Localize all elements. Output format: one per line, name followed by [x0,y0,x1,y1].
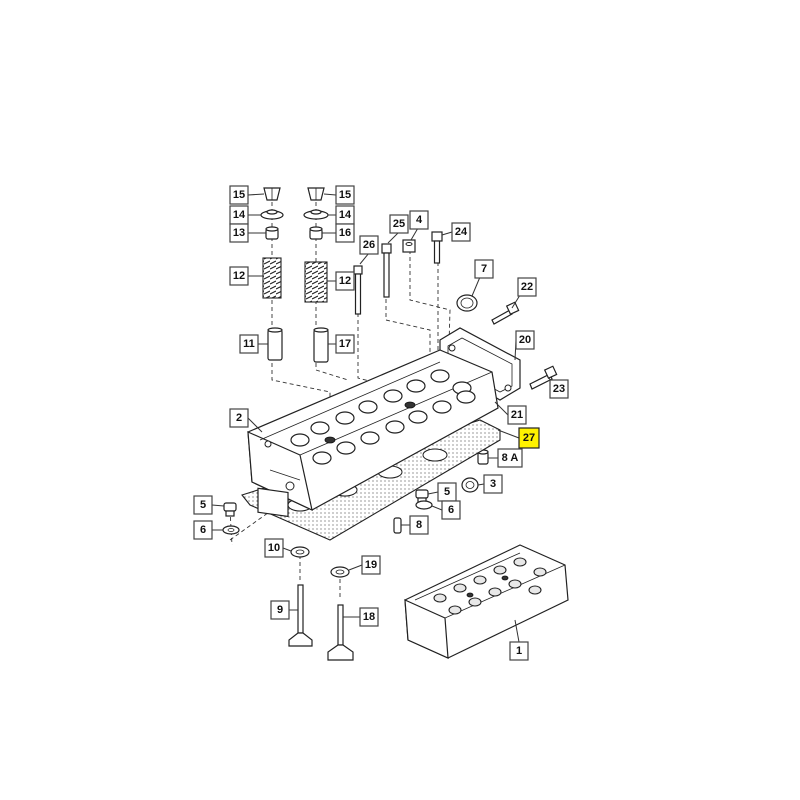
washer-3 [461,477,479,493]
valve-spring-right [304,261,328,303]
callout-label: 14 [339,209,352,221]
callout-label: 13 [233,227,245,239]
callout-label: 6 [200,524,206,536]
washer-6-left [222,525,240,535]
callout-label: 12 [233,270,245,282]
washer-19 [330,566,350,578]
spring-retainer-left [260,209,284,220]
callout-9[interactable]: 9 [270,600,290,620]
callout-label: 17 [339,338,351,350]
callout-5-left[interactable]: 5 [193,495,213,515]
callout-label: 27 [523,432,535,444]
callout-label: 20 [519,334,531,346]
cylinder-head [247,349,499,518]
washer-10 [290,546,310,558]
callout-22[interactable]: 22 [517,277,537,297]
valve-guide-right [313,327,329,363]
callout-3[interactable]: 3 [483,474,503,494]
callout-label: 4 [416,214,423,226]
washer-6-right [415,500,433,510]
callout-18[interactable]: 18 [359,607,379,627]
callout-label: 14 [233,209,246,221]
callout-8[interactable]: 8 [409,515,429,535]
callout-label: 5 [200,499,206,511]
callout-21[interactable]: 21 [507,405,527,425]
callout-label: 18 [363,611,375,623]
callout-16[interactable]: 16 [335,223,355,243]
bolt-23 [529,365,558,390]
valve-stem-seal [265,226,279,240]
callout-label: 12 [339,275,351,287]
callout-25[interactable]: 25 [389,214,409,234]
valve-guide-left [267,327,283,361]
callout-label: 2 [236,412,242,424]
callout-label: 21 [511,409,523,421]
bolt-24 [431,231,443,264]
callout-label: 8 A [502,452,519,464]
cover-plug-7 [456,294,478,312]
callout-10[interactable]: 10 [264,538,284,558]
nut-4 [402,239,416,253]
callout-5-right[interactable]: 5 [437,482,457,502]
callout-6-right[interactable]: 6 [441,500,461,520]
callout-2[interactable]: 2 [229,408,249,428]
exhaust-valve-9 [288,584,313,647]
valve-cotter-left [263,187,281,201]
callout-label: 15 [339,189,351,201]
callout-14-left[interactable]: 14 [229,205,249,225]
callout-label: 11 [243,338,255,350]
callout-1[interactable]: 1 [509,641,529,661]
callout-label: 7 [481,263,487,275]
callout-label: 23 [553,383,565,395]
leader-lines [211,193,558,643]
callout-11[interactable]: 11 [239,334,259,354]
callout-15-left[interactable]: 15 [229,185,249,205]
callout-label: 5 [444,486,450,498]
callout-20[interactable]: 20 [515,330,535,350]
callout-4[interactable]: 4 [409,210,429,230]
callout-label: 25 [393,218,405,230]
callout-12-left[interactable]: 12 [229,266,249,286]
callout-24[interactable]: 24 [451,222,471,242]
callout-label: 22 [521,281,533,293]
callout-label: 8 [416,519,422,531]
plug-5-left [223,502,237,517]
callout-8a[interactable]: 8 A [497,448,523,468]
spring-retainer-right [303,209,329,220]
callout-27[interactable]: 27 [518,427,540,449]
callout-17[interactable]: 17 [335,334,355,354]
valve-stem-seal-right [309,226,323,240]
valve-spring-left [262,257,282,299]
callout-19[interactable]: 19 [361,555,381,575]
callout-label: 10 [268,542,280,554]
callout-label: 19 [365,559,377,571]
callout-23[interactable]: 23 [549,379,569,399]
callout-label: 16 [339,227,351,239]
callout-26[interactable]: 26 [359,235,379,255]
intake-valve-18 [327,604,354,661]
dowel-pin-8 [393,517,402,534]
callout-12-right[interactable]: 12 [335,271,355,291]
callout-label: 9 [277,604,283,616]
cylinder-head-assembly [404,544,569,659]
callout-label: 26 [363,239,375,251]
callout-label: 6 [448,504,454,516]
callout-13[interactable]: 13 [229,223,249,243]
callout-7[interactable]: 7 [474,259,494,279]
callout-label: 3 [490,478,496,490]
stud-26 [353,265,363,315]
bolt-25 [381,243,392,298]
valve-cotter-right [307,187,325,201]
callout-label: 24 [455,226,468,238]
callout-15-right[interactable]: 15 [335,185,355,205]
bolt-22 [491,301,520,325]
callout-6-left[interactable]: 6 [193,520,213,540]
callout-label: 15 [233,189,245,201]
callout-14-right[interactable]: 14 [335,205,355,225]
callout-label: 1 [516,645,522,657]
